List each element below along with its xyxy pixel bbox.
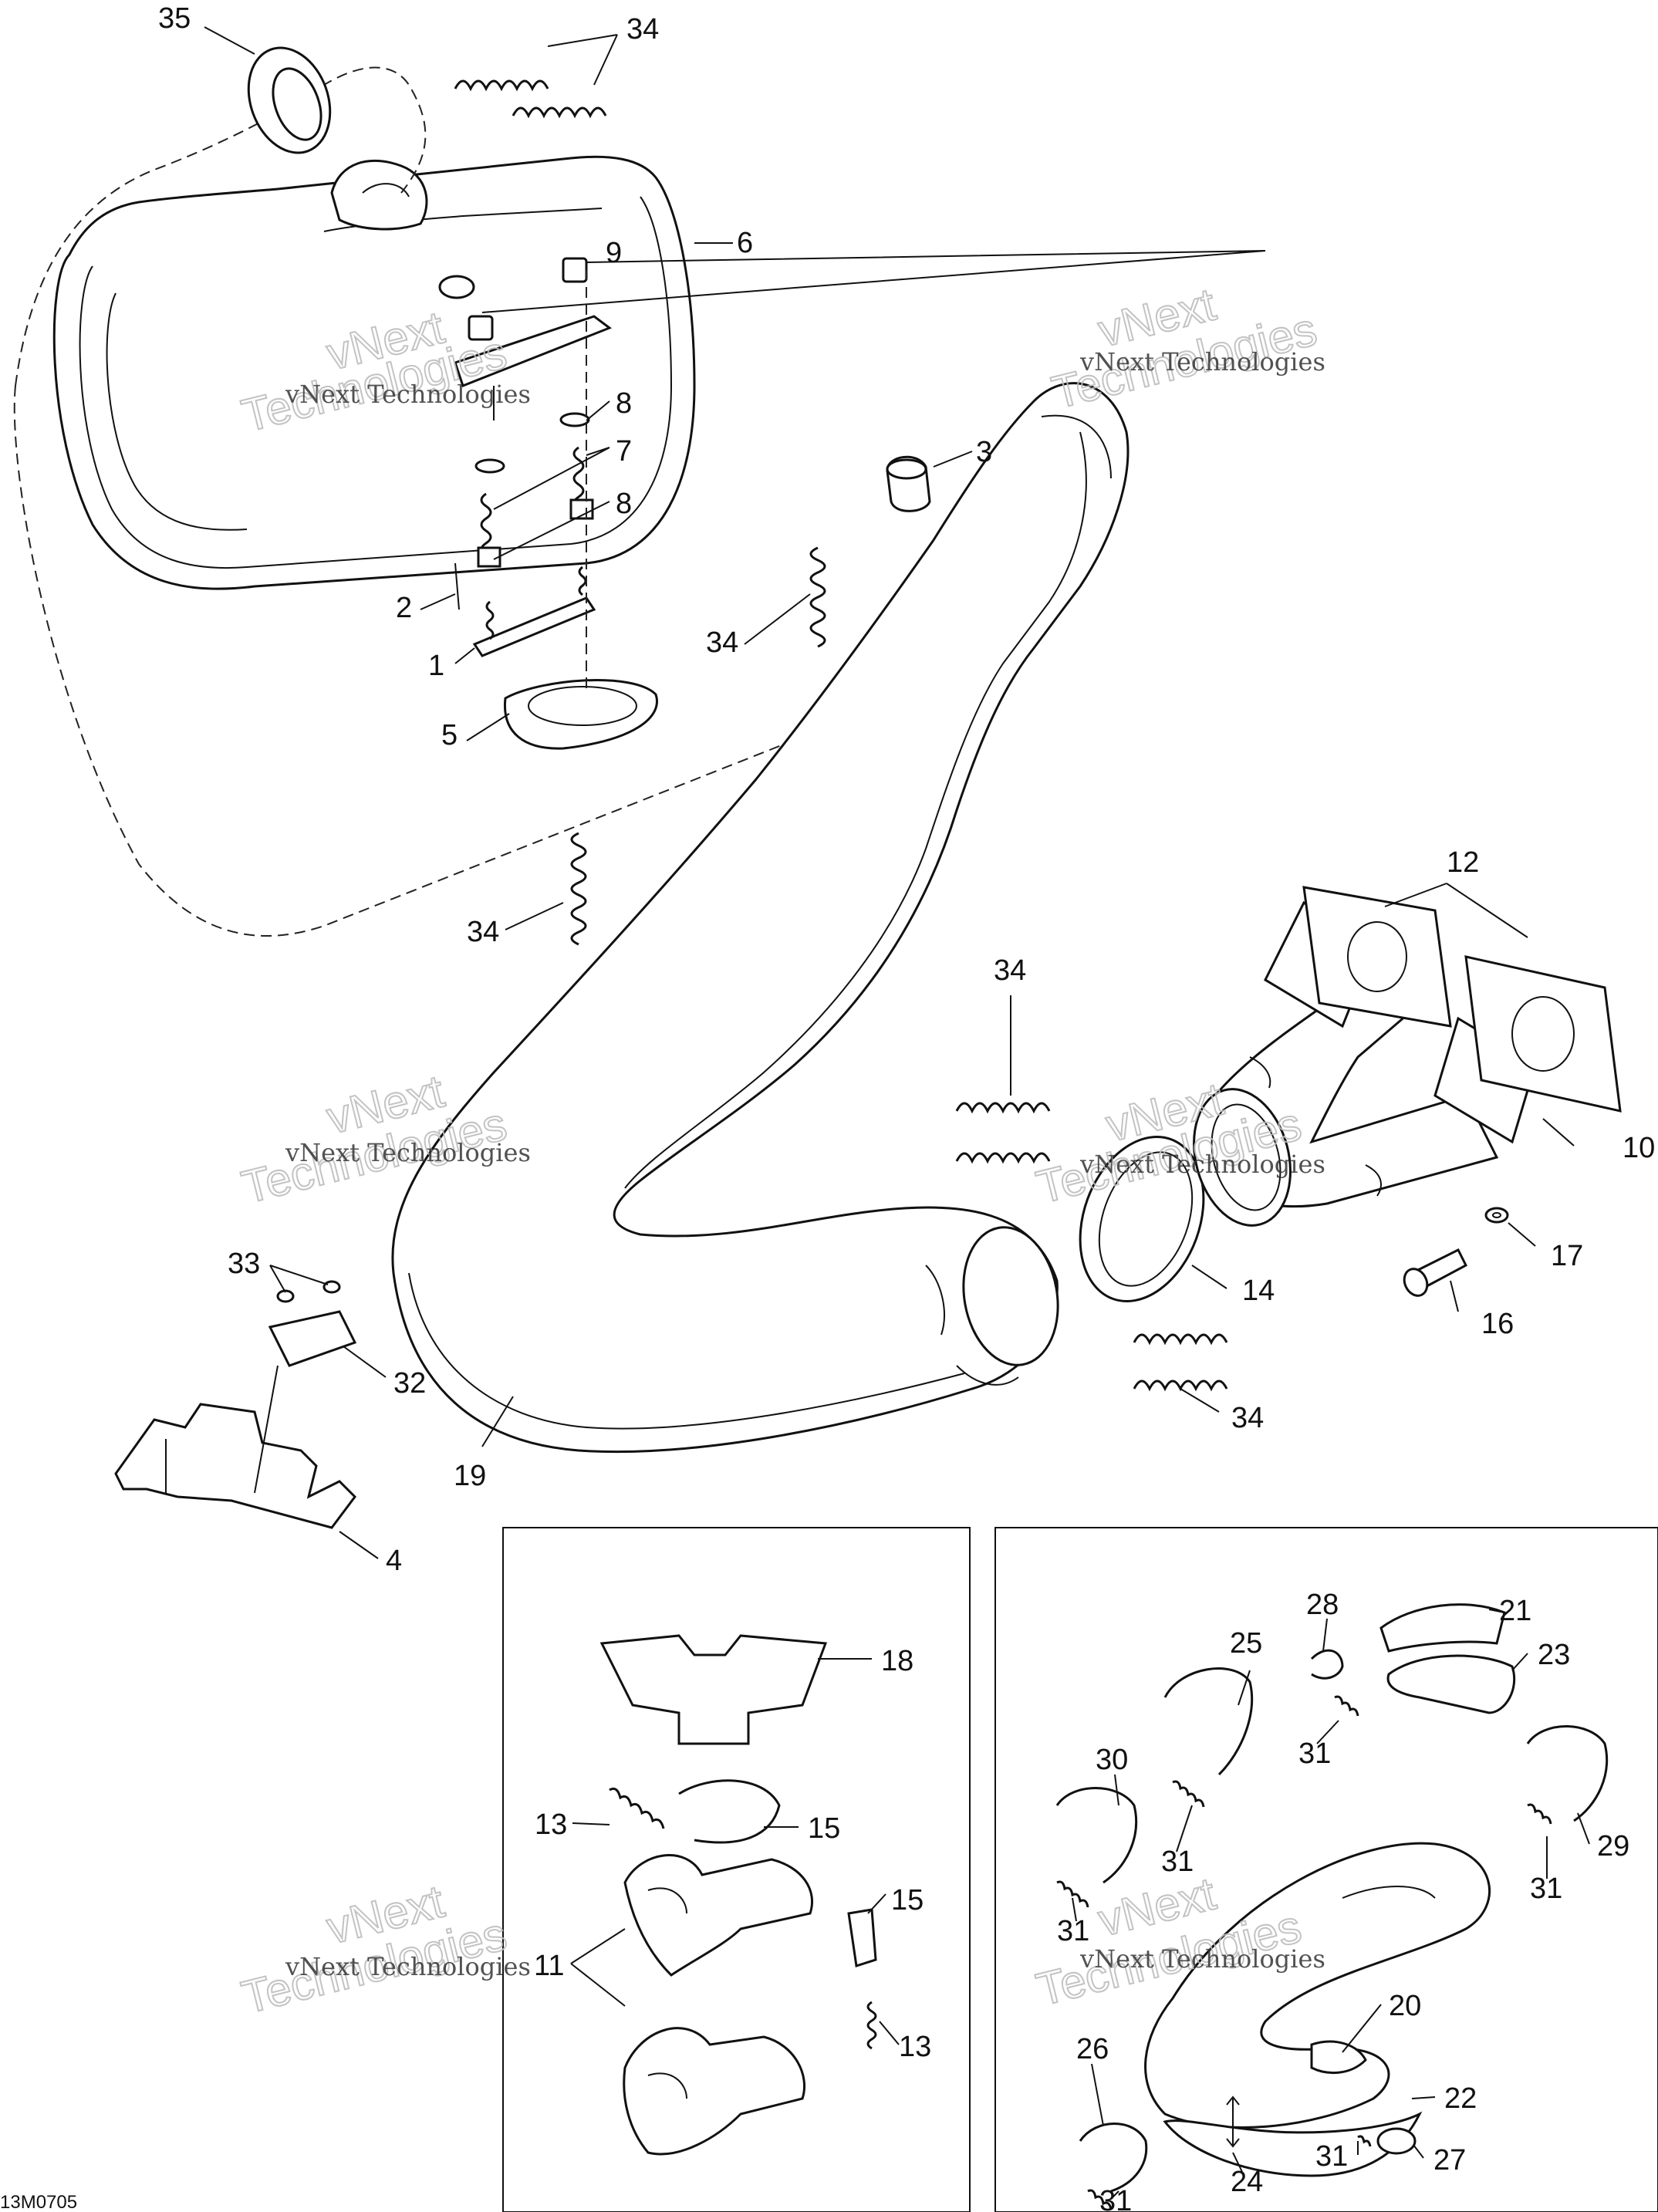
callout-34: 34 — [626, 13, 659, 46]
spring-part-34-middle — [570, 546, 1228, 1392]
washer-part-17 — [1484, 1207, 1509, 1224]
watermark-text: vNext Technologies — [1079, 1150, 1325, 1179]
callout-9: 9 — [606, 237, 622, 269]
arrow-part-24 — [1226, 2095, 1240, 2148]
inset-panel-left — [502, 1527, 971, 2212]
heat-shield-bracket-part-4 — [114, 1403, 356, 1529]
callout-23: 23 — [1538, 1639, 1570, 1671]
seal-ring-part-35 — [247, 46, 332, 154]
callout-12: 12 — [1447, 846, 1479, 879]
callout-1: 1 — [428, 650, 444, 682]
callout-34: 34 — [1231, 1402, 1264, 1434]
leader-lines — [204, 26, 1590, 2200]
plug-part-3 — [886, 455, 931, 512]
callout-26: 26 — [1076, 2033, 1109, 2065]
callout-18: 18 — [881, 1645, 913, 1677]
watermark-text: vNext Technologies — [285, 380, 531, 409]
callout-31: 31 — [1315, 2140, 1348, 2173]
callout-34: 34 — [706, 626, 738, 659]
mounting-hardware-group — [454, 257, 658, 750]
reference-code: 13M0705 — [0, 2192, 77, 2212]
inset-panel-right — [994, 1527, 1658, 2212]
muffler-part-6 — [52, 155, 696, 590]
callout-4: 4 — [386, 1545, 402, 1577]
callout-17: 17 — [1551, 1240, 1583, 1272]
callout-28: 28 — [1306, 1589, 1339, 1621]
callout-31: 31 — [1530, 1873, 1562, 1905]
bolt-part-16 — [1403, 1248, 1467, 1297]
callout-31: 31 — [1298, 1738, 1331, 1770]
callout-35: 35 — [158, 2, 191, 35]
callout-32: 32 — [393, 1367, 426, 1400]
ring-part-14 — [1079, 1135, 1205, 1303]
cover-part-21 — [1379, 1603, 1506, 1653]
callout-34: 34 — [994, 954, 1026, 987]
callout-24: 24 — [1231, 2166, 1263, 2198]
callout-8: 8 — [616, 488, 632, 520]
callout-21: 21 — [1499, 1595, 1531, 1627]
callout-31: 31 — [1099, 2185, 1132, 2212]
callout-20: 20 — [1389, 1990, 1421, 2022]
callout-29: 29 — [1597, 1830, 1629, 1862]
callout-2: 2 — [396, 592, 412, 624]
callout-16: 16 — [1481, 1308, 1514, 1340]
callout-13: 13 — [899, 2031, 931, 2063]
clamps-part-15 — [678, 1779, 877, 1967]
spring-part-34-top — [454, 79, 607, 119]
callout-31: 31 — [1161, 1846, 1194, 1878]
callout-14: 14 — [1242, 1275, 1275, 1307]
clamp-part-27 — [1357, 2127, 1417, 2155]
watermark-text: vNext Technologies — [1079, 1944, 1325, 1974]
gasket-part-18 — [599, 1634, 828, 1745]
watermark-5: vNext Technologies vNext Technologies — [236, 1874, 531, 2024]
nuts-part-33 — [276, 1280, 341, 1303]
callout-5: 5 — [441, 719, 458, 751]
heat-shield-part-22 — [1163, 2111, 1423, 2177]
clamp-part-28 — [1310, 1649, 1359, 1717]
watermark-2: vNext Technologies vNext Technologies — [1046, 277, 1325, 419]
callout-22: 22 — [1444, 2082, 1477, 2115]
callout-8: 8 — [616, 387, 632, 420]
watermark-text: vNext Technologies — [285, 1952, 531, 1981]
callout-25: 25 — [1230, 1627, 1262, 1660]
callout-3: 3 — [976, 436, 992, 468]
callout-6: 6 — [737, 227, 753, 259]
callout-33: 33 — [228, 1248, 260, 1280]
watermark-text: vNext Technologies — [1079, 347, 1325, 377]
callout-7: 7 — [616, 435, 632, 468]
manifold-halves-part-11 — [623, 1854, 814, 2156]
bands-part-25-30-29-26 — [1055, 1667, 1609, 2210]
callout-labels: 35 34 6 9 8 7 8 3 2 1 34 5 34 12 34 10 1… — [158, 2, 1655, 2212]
exhaust-pipe-part-19 — [391, 382, 1130, 1454]
callout-30: 30 — [1096, 1744, 1128, 1776]
plate-part-32 — [254, 1310, 357, 1494]
callout-15: 15 — [808, 1812, 840, 1845]
exhaust-manifold-part-10 — [1193, 886, 1622, 1227]
callout-11: 11 — [534, 1950, 564, 1982]
callout-34: 34 — [467, 916, 499, 948]
callout-19: 19 — [454, 1460, 486, 1492]
callout-31: 31 — [1057, 1915, 1089, 1947]
watermark-text: vNext Technologies — [285, 1138, 531, 1167]
callout-10: 10 — [1623, 1132, 1655, 1164]
callout-27: 27 — [1433, 2144, 1466, 2177]
callout-13: 13 — [535, 1808, 567, 1841]
cover-part-23 — [1386, 1654, 1516, 1714]
callout-15: 15 — [891, 1884, 924, 1917]
springs-part-13 — [609, 1787, 877, 2050]
